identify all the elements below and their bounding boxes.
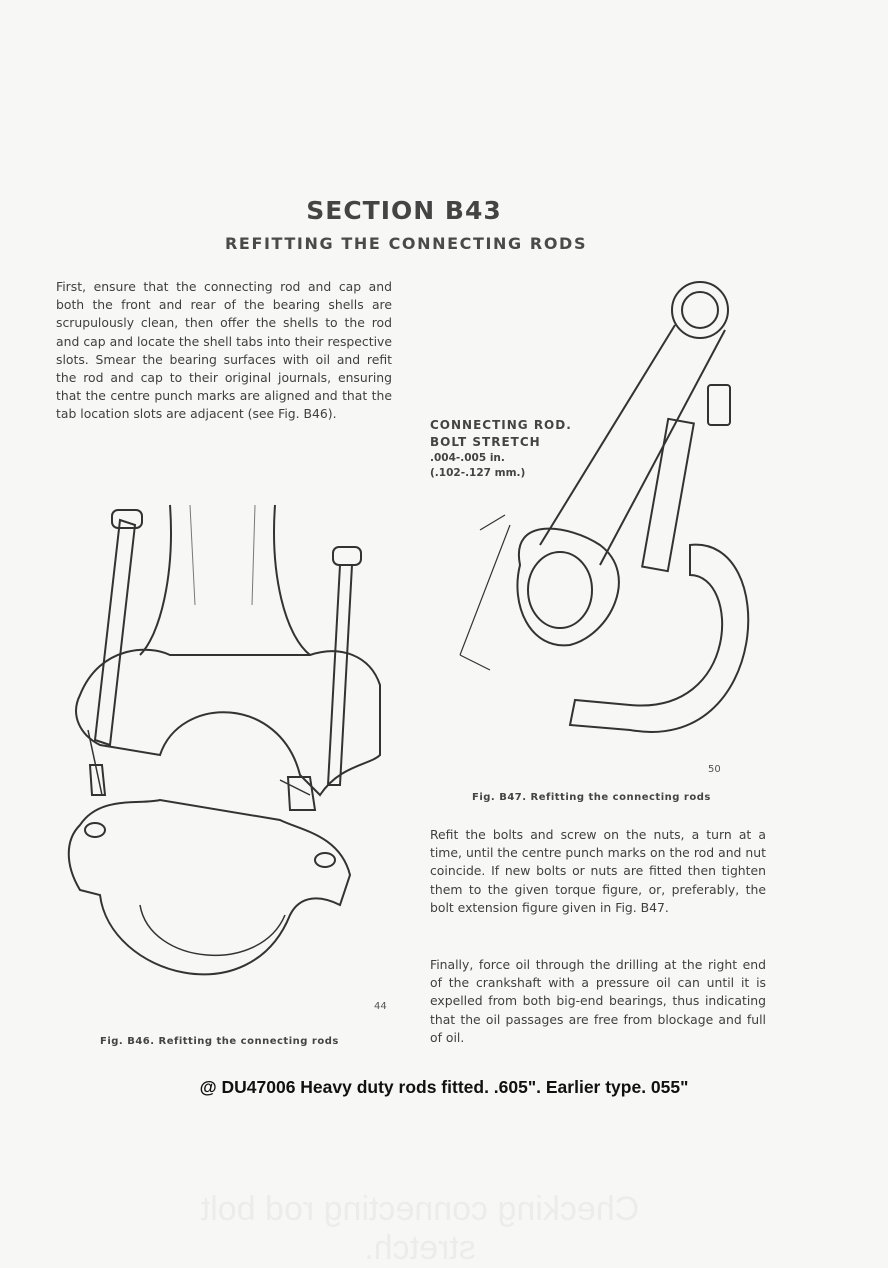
fig-b46-caption: Fig. B46. Refitting the connecting rods [100, 1036, 339, 1047]
section-title: SECTION B43 [306, 196, 502, 225]
fig-b47-illustration [459, 281, 750, 733]
fig-b46-number: 44 [374, 1001, 387, 1012]
label-line-4: (.102-.127 mm.) [430, 467, 526, 479]
paragraph-intro: First, ensure that the connecting rod an… [56, 279, 392, 422]
label-line-2: BOLT STRETCH [430, 435, 541, 449]
paragraph-oil: Finally, force oil through the drilling … [430, 957, 766, 1045]
fig-b47-caption: Fig. B47. Refitting the connecting rods [472, 792, 711, 803]
bolt-stretch-label: CONNECTING ROD. BOLT STRETCH .004-.005 i… [430, 417, 572, 481]
label-line-3: .004-.005 in. [430, 452, 505, 464]
fig-b47-number: 50 [708, 764, 721, 775]
section-subtitle: REFITTING THE CONNECTING RODS [225, 234, 588, 253]
handwritten-annotation: @ DU47006 Heavy duty rods fitted. .605".… [199, 1077, 689, 1097]
paragraph-refit-bolts: Refit the bolts and screw on the nuts, a… [430, 827, 766, 915]
bleed-through-text: Checking connecting rod bolt stretch. [200, 1190, 640, 1267]
label-line-1: CONNECTING ROD. [430, 418, 572, 432]
fig-b46-illustration [67, 504, 381, 976]
